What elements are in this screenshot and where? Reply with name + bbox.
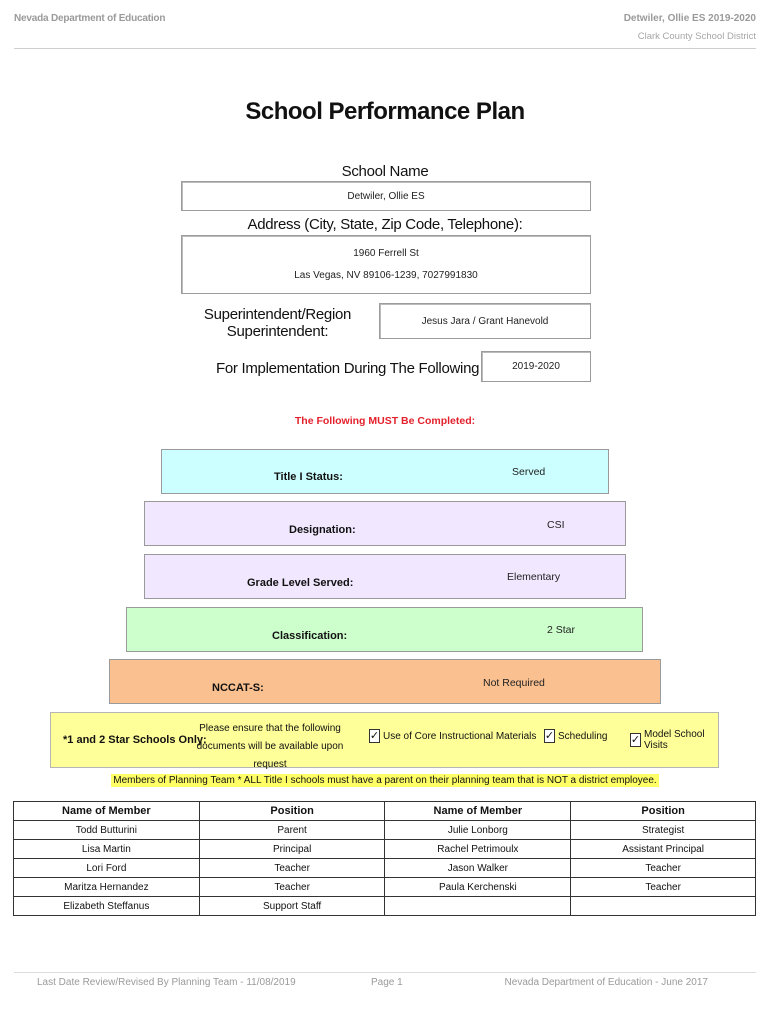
table-cell: Principal [198,839,386,859]
header-district: Clark County School District [637,31,756,42]
title-i-status-label: Title I Status: [274,471,343,483]
address-label: Address (City, State, Zip Code, Telephon… [247,216,523,233]
implementation-years-field: 2019-2020 [481,351,591,382]
table-cell: Teacher [198,858,386,878]
star-schools-box: *1 and 2 Star Schools Only: Please ensur… [50,712,719,770]
superintendent-value: Jesus Jara / Grant Hanevold [421,315,549,327]
nccat-s-value: Not Required [483,677,545,689]
table-cell [384,896,572,916]
grade-level-label: Grade Level Served: [247,577,354,589]
superintendent-label: Superintendent/Region Superintendent: [200,306,355,340]
address-line-1: 1960 Ferrell St [353,247,419,259]
table-cell: Parent [198,820,386,840]
model-school-visits-label: Model School Visits [644,729,705,751]
classification-row: Classification: 2 Star [126,607,643,652]
designation-label: Designation: [289,524,356,536]
table-cell: Todd Butturini [13,820,200,840]
table-row: Todd Butturini Parent Julie Lonborg Stra… [13,820,756,840]
table-cell: Teacher [570,877,756,897]
star-schools-note: Please ensure that the following documen… [195,720,345,774]
table-row: Lisa Martin Principal Rachel Petrimoulx … [13,839,756,859]
school-name-label: School Name [341,163,429,180]
table-cell: Elizabeth Steffanus [13,896,200,916]
check-icon: ✓ [630,733,641,747]
table-row: Lori Ford Teacher Jason Walker Teacher [13,858,756,878]
table-cell: Paula Kerchenski [384,877,572,897]
grade-level-row: Grade Level Served: Elementary [144,554,626,599]
table-cell: Julie Lonborg [384,820,572,840]
header-position-1: Position [198,801,386,821]
model-school-visits-checkbox[interactable]: ✓ Model School Visits [630,729,718,751]
required-notice: The Following MUST Be Completed: [294,415,476,427]
title-i-status-row: Title I Status: Served [161,449,609,494]
table-cell: Jason Walker [384,858,572,878]
title-i-status-value: Served [512,466,546,478]
header-member-name-2: Name of Member [384,801,572,821]
star-schools-label: *1 and 2 Star Schools Only: [63,734,207,746]
superintendent-label-line1: Superintendent/Region [203,306,352,323]
table-cell: Lori Ford [13,858,200,878]
designation-value: CSI [547,519,565,531]
table-cell: Teacher [198,877,386,897]
scheduling-label: Scheduling [558,730,608,742]
table-cell: Assistant Principal [570,839,756,859]
table-cell: Lisa Martin [13,839,200,859]
core-materials-label: Use of Core Instructional Materials [383,730,537,742]
table-cell: Teacher [570,858,756,878]
planning-team-note-text: Members of Planning Team * ALL Title I s… [111,774,659,787]
address-line-2: Las Vegas, NV 89106-1239, 7027991830 [294,270,478,282]
page-title: School Performance Plan [245,98,525,125]
check-icon: ✓ [369,729,380,743]
table-cell [570,896,756,916]
header-agency: Nevada Department of Education [14,13,166,24]
planning-team-table: Name of Member Position Name of Member P… [13,801,756,916]
star-schools-note-line1: Please ensure that the following [199,723,341,734]
star-schools-note-line2: documents will be available upon request [196,741,344,770]
classification-value: 2 Star [547,624,576,636]
superintendent-field: Jesus Jara / Grant Hanevold [379,303,591,339]
core-materials-checkbox[interactable]: ✓ Use of Core Instructional Materials [369,729,536,743]
table-cell: Strategist [570,820,756,840]
table-row: Elizabeth Steffanus Support Staff [13,896,756,916]
header-divider [14,48,756,49]
header-position-2: Position [570,801,756,821]
classification-label: Classification: [272,630,348,642]
nccat-s-label: NCCAT-S: [212,682,264,694]
table-row: Maritza Hernandez Teacher Paula Kerchens… [13,877,756,897]
superintendent-label-line2: Superintendent: [226,323,329,340]
grade-level-value: Elementary [507,571,561,583]
implementation-years-label: For Implementation During The Following … [216,360,523,377]
header-member-name-1: Name of Member [13,801,200,821]
planning-team-note: Members of Planning Team * ALL Title I s… [0,770,770,788]
footer-review-date: Last Date Review/Revised By Planning Tea… [37,977,296,988]
nccat-s-row: NCCAT-S: Not Required [109,659,661,704]
header-school-year: Detwiler, Ollie ES 2019-2020 [623,13,756,24]
table-cell: Rachel Petrimoulx [384,839,572,859]
address-field: 1960 Ferrell St Las Vegas, NV 89106-1239… [181,235,591,294]
school-name-field: Detwiler, Ollie ES [181,181,591,211]
table-header-row: Name of Member Position Name of Member P… [13,801,756,821]
footer-divider [14,972,756,973]
designation-row: Designation: CSI [144,501,626,546]
table-cell: Support Staff [198,896,386,916]
scheduling-checkbox[interactable]: ✓ Scheduling [544,729,607,743]
table-cell: Maritza Hernandez [13,877,200,897]
check-icon: ✓ [544,729,555,743]
implementation-years-value: 2019-2020 [512,361,560,372]
footer-department: Nevada Department of Education - June 20… [504,977,708,988]
school-name-value: Detwiler, Ollie ES [347,190,425,202]
footer-page-number: Page 1 [371,977,403,988]
